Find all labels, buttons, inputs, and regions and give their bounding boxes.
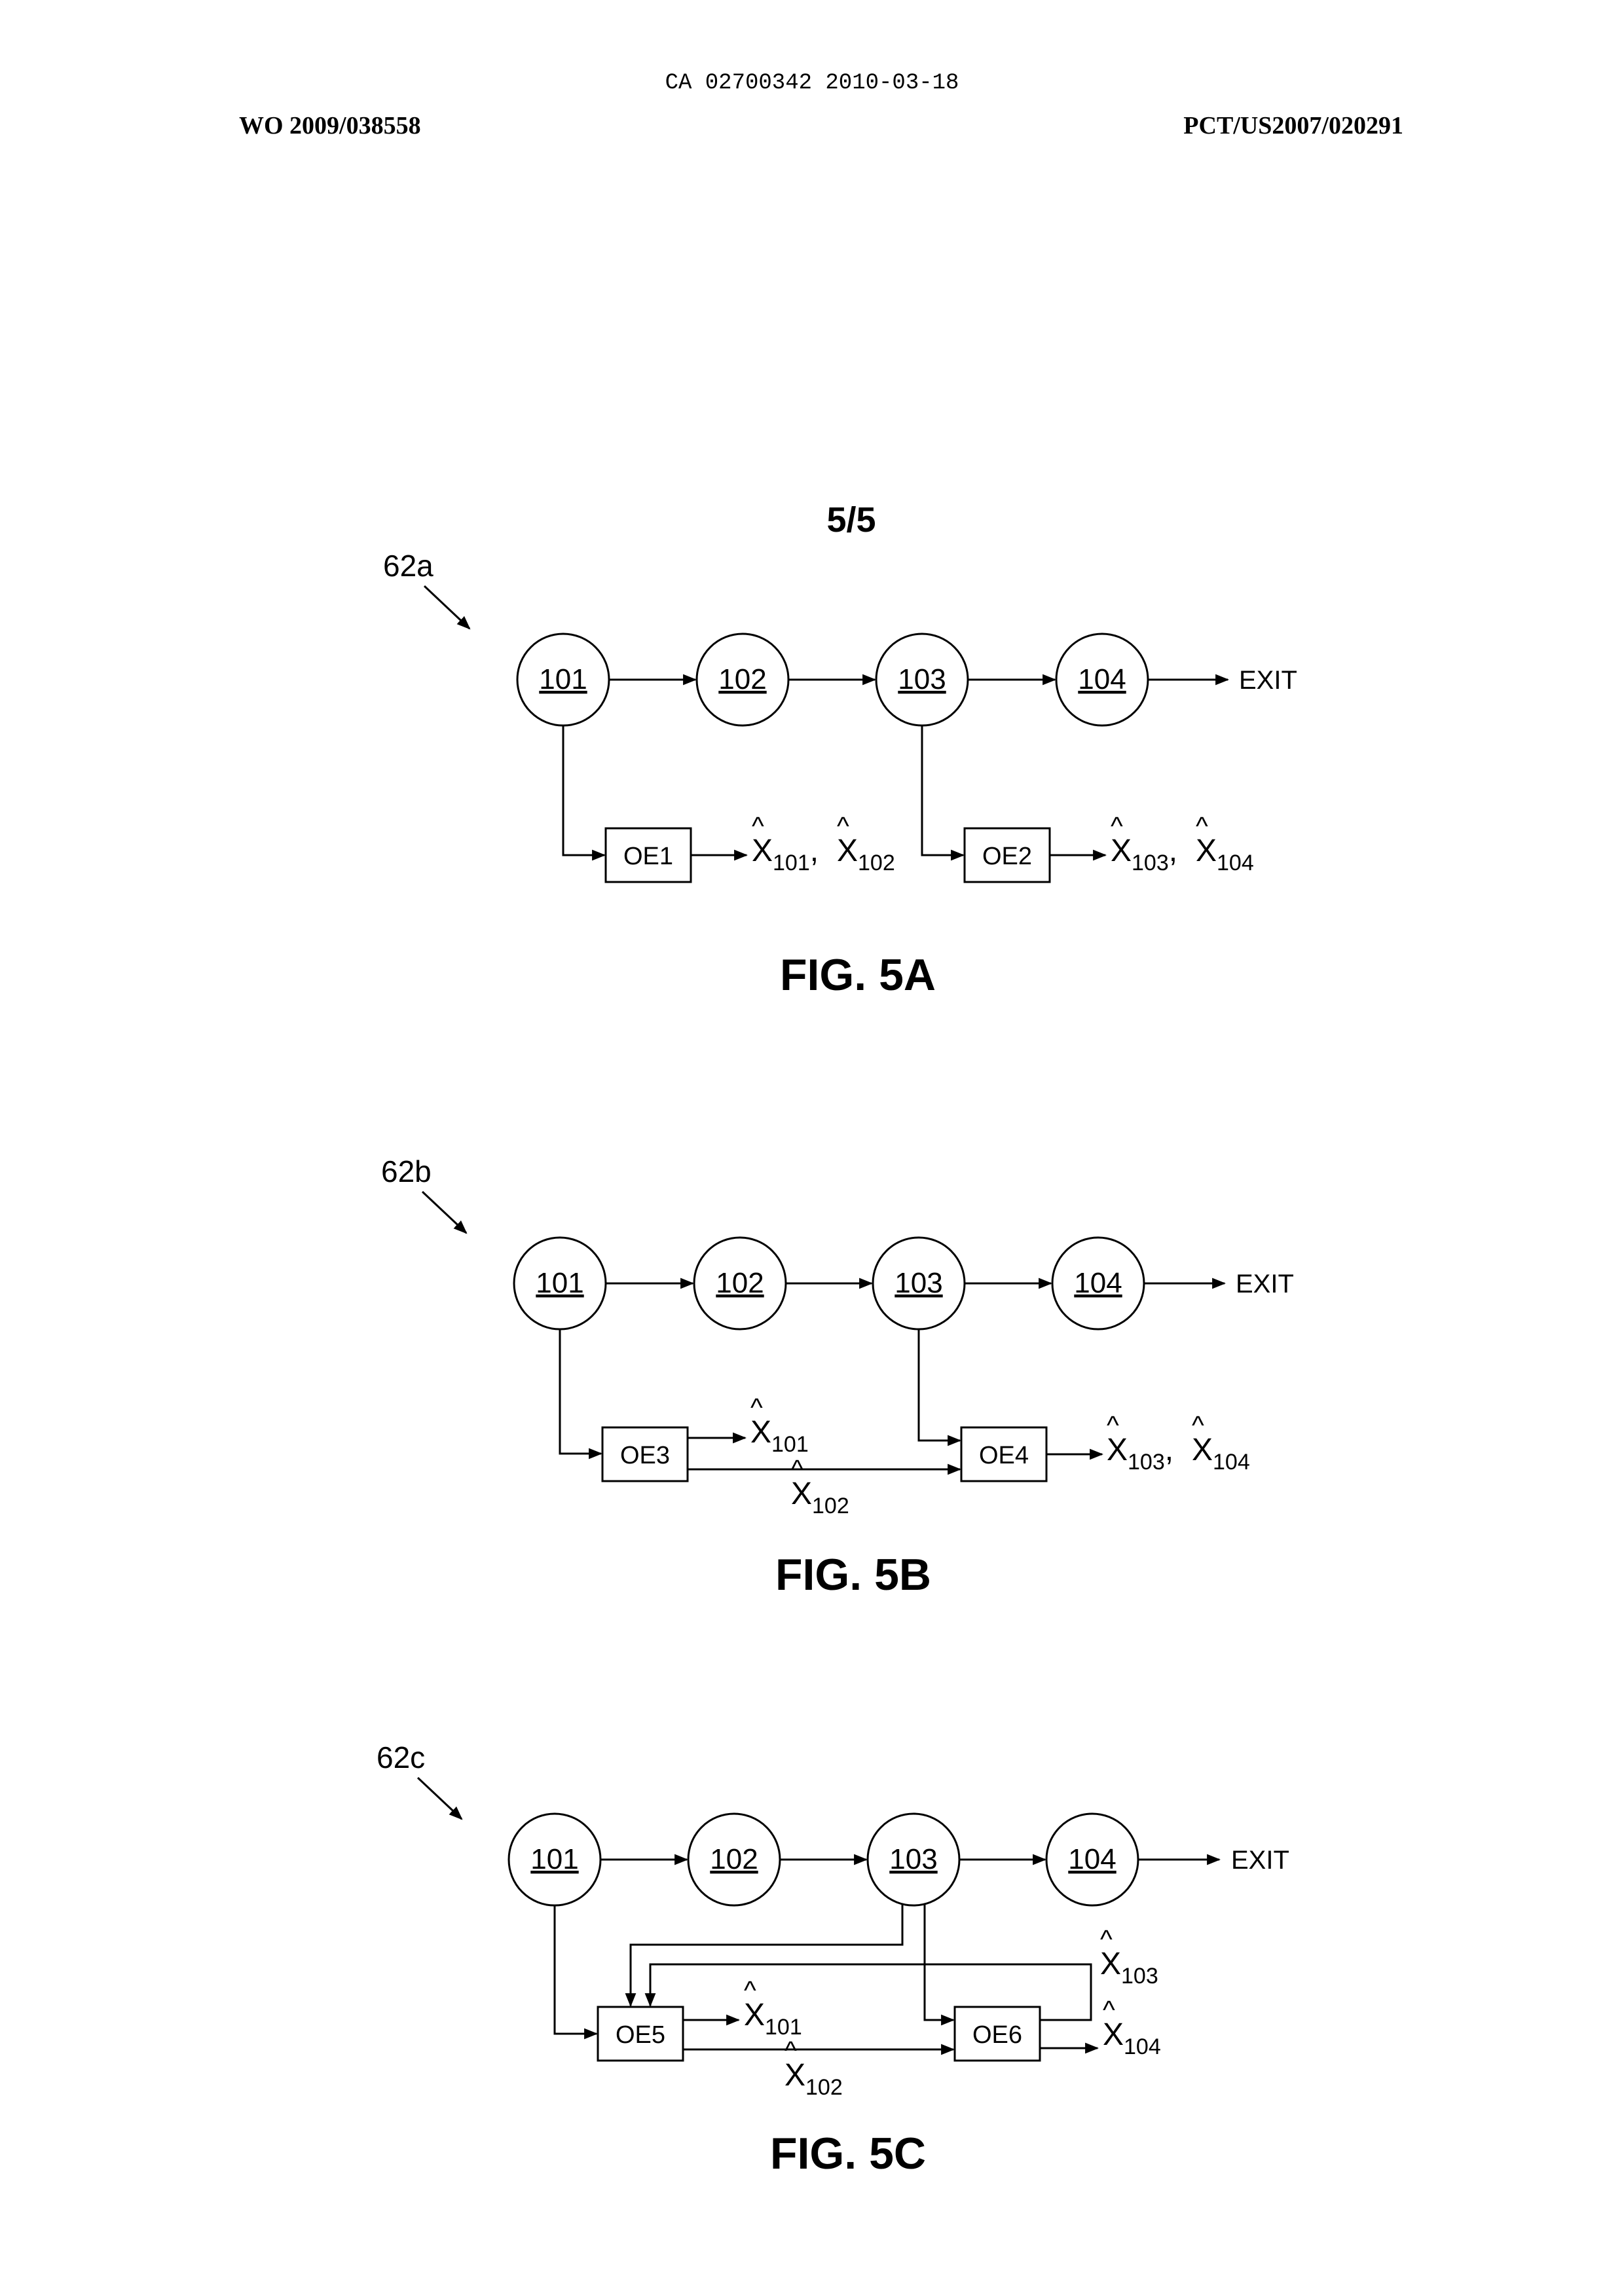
exit-label: EXIT — [1231, 1846, 1289, 1875]
figure-5b-labels: 101 102 103 104 EXIT OE3 OE4 ^X101 ^X102… — [536, 1267, 1294, 1600]
node-101-label: 101 — [536, 1267, 583, 1299]
node-103-label: 103 — [889, 1843, 937, 1875]
oe1-label: OE1 — [623, 843, 673, 870]
estimate-symbol: X — [1107, 1433, 1128, 1467]
oe4-output: ^X103, ^X104 — [1107, 1411, 1250, 1475]
reference-62b: 62b — [381, 1154, 432, 1188]
oe6-label: OE6 — [972, 2021, 1022, 2049]
separator: , — [1165, 1433, 1183, 1467]
estimate-symbol: X — [750, 1415, 771, 1450]
edge-101-oe1 — [563, 725, 604, 855]
edge-103-oe6 — [925, 1905, 953, 2020]
estimate-symbol: X — [791, 1477, 812, 1511]
exit-label: EXIT — [1239, 666, 1297, 695]
estimate-subscript: 102 — [812, 1494, 849, 1518]
node-102-label: 102 — [716, 1267, 764, 1299]
node-103-label: 103 — [895, 1267, 942, 1299]
oe2-label: OE2 — [982, 843, 1032, 870]
estimate-symbol: X — [784, 2058, 805, 2093]
oe2-output: ^X103, ^X104 — [1111, 812, 1254, 875]
node-102-label: 102 — [710, 1843, 758, 1875]
oe4-label: OE4 — [979, 1442, 1029, 1469]
figure-5a: 62a — [383, 549, 1228, 882]
estimate-subscript: 104 — [1213, 1450, 1250, 1475]
sheet-number: 5/5 — [826, 500, 876, 540]
edge-103-oe2 — [922, 725, 963, 855]
estimate-subscript: 104 — [1124, 2034, 1161, 2059]
estimate-subscript: 103 — [1121, 1964, 1158, 1989]
estimate-symbol: X — [1103, 2017, 1124, 2052]
figure-5c: 62c — [377, 1740, 1219, 2061]
edge-101-oe3 — [560, 1329, 601, 1454]
node-103-label: 103 — [898, 663, 946, 695]
node-104-label: 104 — [1078, 663, 1126, 695]
estimate-symbol: X — [1192, 1433, 1213, 1467]
node-101-label: 101 — [539, 663, 587, 695]
oe3-output: ^X101 — [750, 1393, 809, 1457]
figure-5c-labels: 101 102 103 104 EXIT OE5 OE6 ^X101 ^X102… — [530, 1843, 1289, 2178]
oe3-label: OE3 — [620, 1442, 670, 1469]
separator: , — [1169, 834, 1187, 868]
node-102-label: 102 — [718, 663, 766, 695]
node-104-label: 104 — [1068, 1843, 1116, 1875]
estimate-subscript: 103 — [1128, 1450, 1165, 1475]
figure-5a-labels: 101 102 103 104 EXIT OE1 OE2 ^X101, ^X10… — [539, 663, 1297, 1000]
estimate-symbol: X — [1111, 834, 1132, 868]
exit-label: EXIT — [1236, 1270, 1294, 1298]
reference-62a-pointer — [424, 586, 470, 629]
reference-62c-pointer — [418, 1778, 462, 1819]
oe1-output: ^X101, ^X102 — [752, 812, 895, 875]
oe5-label: OE5 — [616, 2021, 665, 2049]
edge-103-oe4 — [919, 1329, 960, 1441]
fig-5b-caption: FIG. 5B — [775, 1550, 931, 1600]
oe3-to-oe4-output: ^X102 — [791, 1455, 849, 1518]
estimate-subscript: 102 — [805, 2075, 843, 2100]
estimate-subscript: 103 — [1132, 851, 1169, 875]
reference-62a: 62a — [383, 549, 434, 583]
estimate-symbol: X — [744, 1998, 765, 2032]
oe6-feedback-output: ^X103 — [1100, 1925, 1158, 1989]
estimate-symbol: X — [1196, 834, 1217, 868]
node-104-label: 104 — [1074, 1267, 1122, 1299]
estimate-symbol: X — [752, 834, 773, 868]
oe5-to-oe6-output: ^X102 — [784, 2036, 843, 2100]
reference-62b-pointer — [422, 1192, 466, 1233]
estimate-subscript: 101 — [773, 851, 810, 875]
reference-62c: 62c — [377, 1740, 425, 1774]
edge-101-oe5 — [555, 1905, 597, 2034]
estimate-subscript: 101 — [771, 1432, 809, 1457]
estimate-symbol: X — [1100, 1947, 1121, 1981]
estimate-symbol: X — [837, 834, 858, 868]
node-101-label: 101 — [530, 1843, 578, 1875]
estimate-subscript: 102 — [858, 851, 895, 875]
oe5-output: ^X101 — [744, 1976, 802, 2040]
separator: , — [810, 834, 828, 868]
fig-5c-caption: FIG. 5C — [770, 2129, 926, 2178]
edge-103-oe5 — [631, 1905, 902, 2006]
estimate-subscript: 104 — [1217, 851, 1254, 875]
oe6-output: ^X104 — [1103, 1996, 1161, 2059]
fig-5a-caption: FIG. 5A — [780, 950, 936, 1000]
edge-oe6-feedback-oe5 — [650, 1964, 1091, 2020]
